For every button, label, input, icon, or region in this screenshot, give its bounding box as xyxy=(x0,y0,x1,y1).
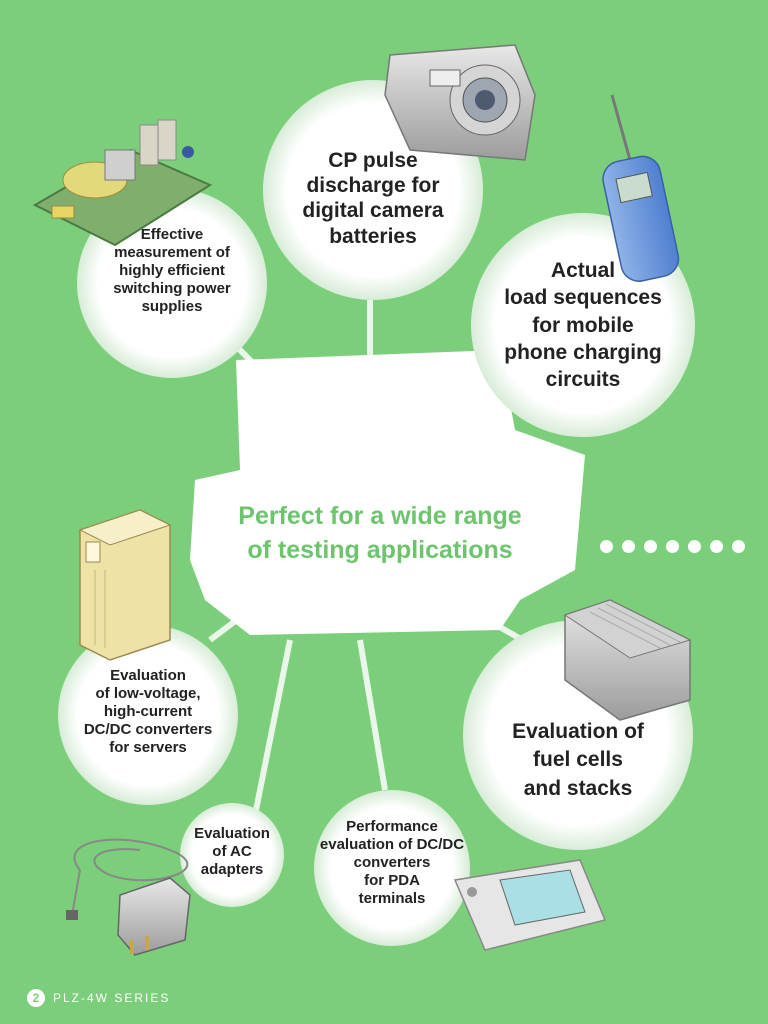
digital-camera-icon xyxy=(384,44,536,161)
switching-text: Effective measurement of highly efficien… xyxy=(113,226,231,315)
fuel-cell-icon xyxy=(563,599,692,721)
bubble-pda xyxy=(314,790,470,946)
dot-row xyxy=(600,540,754,558)
footer: 2 PLZ-4W SERIES xyxy=(27,989,170,1007)
fuelcell-text: Evaluation of fuel cells and stacks xyxy=(512,720,644,800)
pda-text: Performance evaluation of DC/DC converte… xyxy=(319,818,465,907)
center-headline: Perfect for a wide range of testing appl… xyxy=(238,502,522,564)
mobile-text: Actual load sequences for mobile phone c… xyxy=(504,259,662,392)
ac-adapter-icon xyxy=(66,838,191,956)
acadapter-text: Evaluation of AC adapters xyxy=(194,825,270,878)
camera-text: CP pulse discharge for digital camera ba… xyxy=(302,149,444,248)
pda-icon xyxy=(453,859,607,951)
server-tower-icon xyxy=(78,509,172,661)
circuit-board-icon xyxy=(32,119,213,247)
bubble-servers xyxy=(58,625,238,805)
mobile-phone-icon xyxy=(602,94,680,282)
page-number: 2 xyxy=(27,989,45,1007)
bubble-acadapter xyxy=(180,803,284,907)
center-blob xyxy=(190,350,585,635)
series-label: PLZ-4W SERIES xyxy=(53,991,171,1005)
servers-text: Evaluation of low-voltage, high-current … xyxy=(83,667,213,756)
